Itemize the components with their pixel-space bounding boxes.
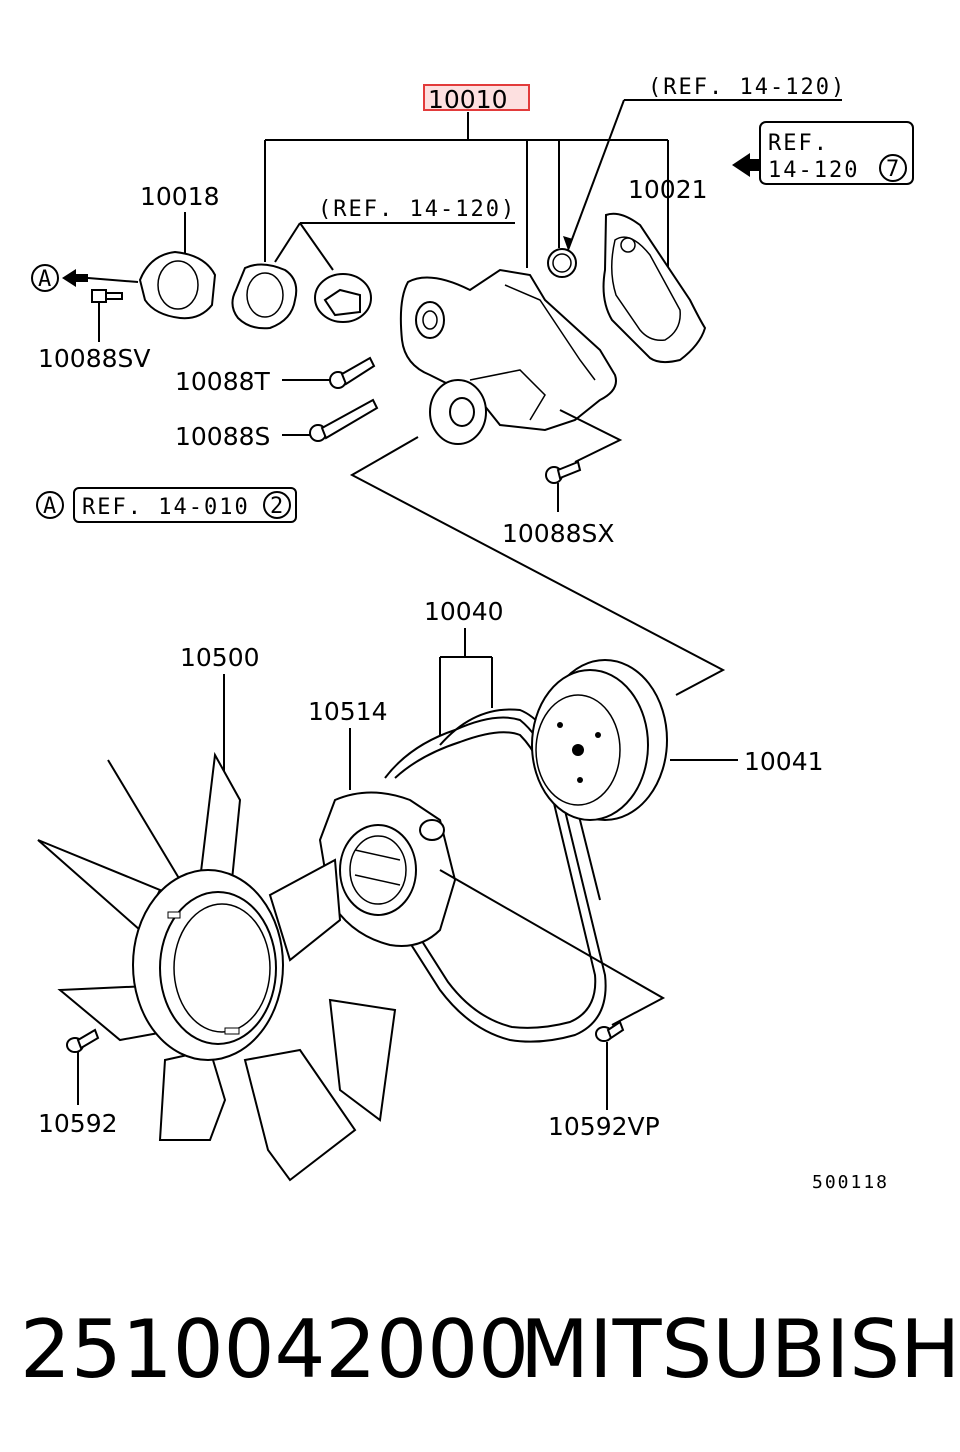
label-main-assembly: 10010 [428,85,508,114]
o-ring[interactable] [547,248,577,278]
thermostat-gasket[interactable] [231,263,298,330]
marker-a-ref-text: A [43,494,58,519]
thermostat[interactable] [314,273,372,323]
label-bolt-sx: 10088SX [502,519,615,548]
label-bolt-sv: 10088SV [38,344,151,373]
ref-a-label: REF. 14-010 [82,495,250,520]
marker-a-top-text: A [38,267,53,292]
label-bolt-t: 10088T [175,367,271,396]
label-bolt-vp: 10592VP [548,1112,660,1141]
main-assembly-highlight[interactable] [423,84,530,111]
ref-box-line1: REF. [768,131,829,156]
label-bolt-fan: 10592 [38,1109,118,1138]
footer: 2510042000 MITSUBISHI [0,1300,960,1400]
bolt-sx[interactable] [545,460,582,484]
label-fan-clutch: 10514 [308,697,388,726]
marker-a-ref [36,491,64,519]
image-code: 500118 [812,1172,889,1193]
ref-a-number: 2 [270,494,285,519]
label-bolt-s: 10088S [175,422,270,451]
arrow-left-icon [62,269,88,287]
marker-a-top [31,264,59,292]
thermostat-housing[interactable] [138,250,217,320]
ref-box-7[interactable]: REF. 14-120 7 [759,121,914,185]
pump-pulley-leader [349,436,726,696]
ref-box-number: 7 [886,157,901,182]
label-pulley: 10041 [744,747,824,776]
arrow-icon [732,153,760,177]
bolt-s[interactable] [309,398,379,442]
water-pump[interactable] [399,268,617,445]
fan-clutch[interactable] [318,791,457,947]
water-pump-pulley[interactable] [531,659,668,821]
ref-box-line2: 14-120 [768,158,859,183]
brand-name: MITSUBISHI [520,1303,960,1396]
bolt-sv[interactable] [91,289,123,303]
ref-mid-label: (REF. 14-120) [318,197,516,222]
cooling-fan[interactable] [37,751,397,1182]
label-thermostat-housing: 10018 [140,182,220,211]
belt-leaders [439,628,493,735]
label-gasket: 10021 [628,175,708,204]
label-belt: 10040 [424,597,504,626]
pump-gasket[interactable] [602,212,707,364]
ref-box-a[interactable]: REF. 14-010 2 [73,487,297,523]
bolt-fan[interactable] [66,1028,100,1053]
bolt-vp[interactable] [595,1020,625,1042]
ref-top-label: (REF. 14-120) [648,75,846,100]
exploded-parts-diagram: 10010 (REF. 14-120) REF. 14-120 7 10021 [31,75,914,1193]
label-fan: 10500 [180,643,260,672]
bolt-t[interactable] [329,356,376,389]
part-number: 2510042000 [20,1303,529,1396]
